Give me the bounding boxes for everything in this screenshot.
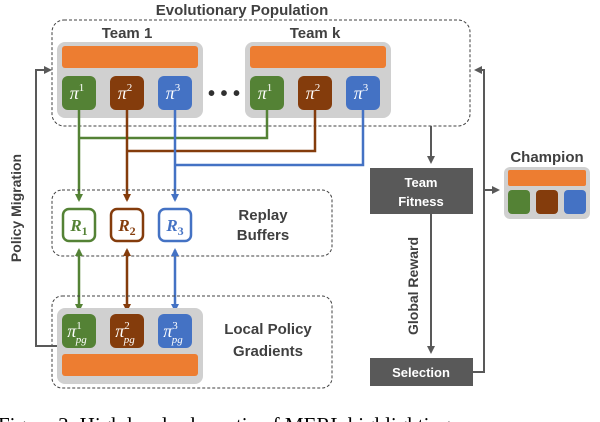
champion-team [504,167,590,219]
replay-buffer-3: R3 [157,207,193,243]
svg-text:R2: R2 [117,216,135,238]
global-reward-label: Global Reward [405,237,421,335]
team-1-orange-bar [62,46,198,68]
champion-policy-3 [564,190,586,214]
local-gradients-label-line1: Local Policy [224,321,312,338]
champion-orange-bar [508,170,586,186]
local-gradients-label-line2: Gradients [233,343,303,360]
replay-buffers-dashed-box [51,189,333,257]
replay-buffers-label-line1: Replay [238,207,288,224]
policy-migration-label: Policy Migration [8,154,24,262]
local-gradients-dashed-box [51,295,333,389]
ellipsis-dots: • • • [208,83,240,105]
team-k-policy-3: π3 [346,76,380,110]
team-k: π1 π2 π3 [245,42,391,118]
champion-label: Champion [510,149,583,166]
svg-text:π2: π2 [118,82,133,103]
selection-label: Selection [392,365,450,380]
svg-text:π2: π2 [306,82,321,103]
pi-symbol: π [70,83,80,103]
replay-buffers-label-line2: Buffers [237,227,290,244]
team-fitness-line1: Team [405,175,438,190]
team-1-policy-1: π1 [62,76,96,110]
team-k-policy-2: π2 [298,76,332,110]
brown-connection-teamk [127,110,317,153]
svg-text:π1: π1 [70,82,85,103]
population-title: Evolutionary Population [156,2,329,19]
team-k-orange-bar [250,46,386,68]
svg-text:R1: R1 [69,216,87,238]
team-fitness-line2: Fitness [398,194,444,209]
svg-text:π3: π3 [166,82,181,103]
team-k-label: Team k [290,25,341,42]
svg-text:R3: R3 [165,216,183,238]
team-1-label: Team 1 [102,25,153,42]
team-1-policy-3: π3 [158,76,192,110]
figure-caption: Figure 3: High level schematic of MERL h… [0,413,451,422]
champion-policy-1 [508,190,530,214]
team-1: π1 π2 π3 [57,42,203,118]
svg-text:π3: π3 [354,82,369,103]
policy-migration-line [35,66,57,347]
green-connection-teamk [79,110,269,140]
local-team-orange-bar [62,354,198,376]
selection-box: Selection [370,358,473,386]
replay-buffer-2: R2 [109,207,145,243]
team-fitness-box: Team Fitness [370,168,473,214]
team-1-policy-2: π2 [110,76,144,110]
champion-policy-2 [536,190,558,214]
svg-text:π1: π1 [258,82,273,103]
population-dashed-box [51,19,471,127]
team-k-policy-1: π1 [250,76,284,110]
blue-connection-teamk [175,110,365,167]
replay-buffer-1: R1 [61,207,97,243]
selection-feedback-line [473,66,485,373]
